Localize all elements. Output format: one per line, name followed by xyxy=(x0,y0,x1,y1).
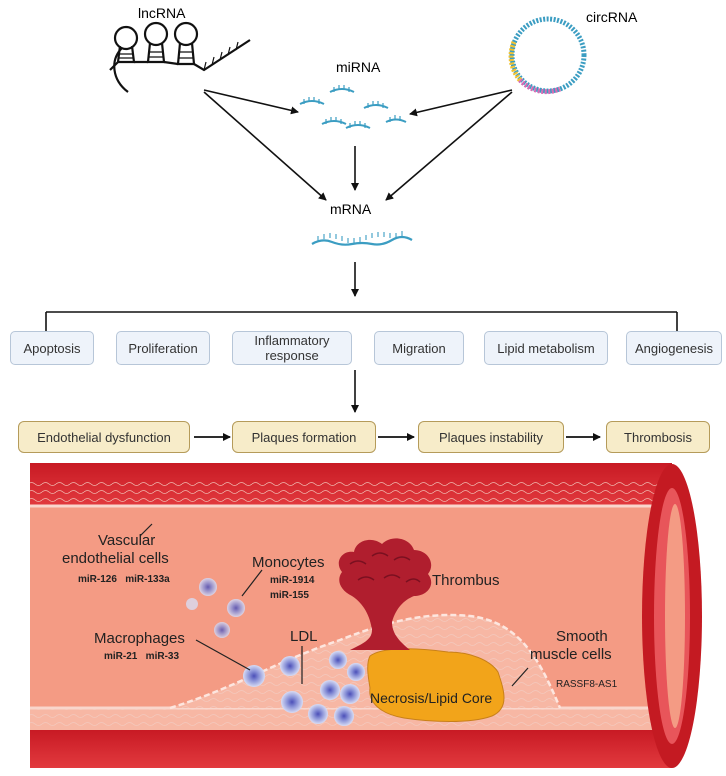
macrophages-mirnas: miR-21 miR-33 xyxy=(104,651,180,662)
ldl-label: LDL xyxy=(290,628,318,645)
blood-vessel xyxy=(30,463,702,768)
label-pointer-lines xyxy=(139,523,529,687)
thrombus-label: Thrombus xyxy=(432,572,500,589)
macrophages-label: Macrophages xyxy=(94,630,185,647)
endothelial-mirnas: miR-126 miR-133a xyxy=(78,574,170,585)
monocytes-label: Monocytes xyxy=(252,554,325,571)
process-angiogenesis: Angiogenesis xyxy=(626,331,722,365)
smooth-muscle-rna: RASSF8-AS1 xyxy=(556,679,618,690)
smooth-muscle-label-line1: Smooth xyxy=(556,628,608,645)
monocytes-mirna-155: miR-155 xyxy=(270,590,309,601)
lncrna-label: lncRNA xyxy=(138,5,186,21)
process-inflammatory-response: Inflammatory response xyxy=(232,331,352,365)
process-migration: Migration xyxy=(374,331,464,365)
arrow-circrna-to-mirna xyxy=(409,89,513,117)
smooth-muscle-label-line2: muscle cells xyxy=(530,646,612,663)
mirna-label: miRNA xyxy=(336,59,381,75)
arrow-lncrna-to-mrna xyxy=(203,91,327,201)
thrombus-clot xyxy=(338,538,432,650)
mirna-fragments-icon xyxy=(299,85,407,129)
circrna-label: circRNA xyxy=(586,9,638,25)
arrow-lncrna-to-mirna xyxy=(203,89,299,115)
macrophage-foam-cells xyxy=(243,651,365,726)
stage-thrombosis: Thrombosis xyxy=(606,421,710,453)
stage-endothelial-dysfunction: Endothelial dysfunction xyxy=(18,421,190,453)
stage-plaques-formation: Plaques formation xyxy=(232,421,376,453)
necrosis-lipid-core-label: Necrosis/Lipid Core xyxy=(370,690,493,706)
process-apoptosis: Apoptosis xyxy=(10,331,94,365)
monocytes-mirna-1914: miR-1914 xyxy=(270,575,315,586)
monocyte-cells xyxy=(186,578,245,638)
necrosis-lipid-core xyxy=(367,648,505,722)
arrow-circrna-to-mrna xyxy=(385,91,513,201)
mrna-label: mRNA xyxy=(330,201,372,217)
vascular-label-line1: Vascular xyxy=(98,532,156,549)
rna-network-arrows xyxy=(203,89,513,413)
process-lipid-metabolism: Lipid metabolism xyxy=(484,331,608,365)
stage-plaques-instability: Plaques instability xyxy=(418,421,564,453)
process-proliferation: Proliferation xyxy=(116,331,210,365)
lncrna-structure-icon xyxy=(109,21,251,93)
process-bracket xyxy=(45,311,678,331)
mrna-strand-icon xyxy=(311,231,413,246)
circrna-ring-icon xyxy=(508,16,587,95)
vascular-label-line2: endothelial cells xyxy=(62,550,169,567)
